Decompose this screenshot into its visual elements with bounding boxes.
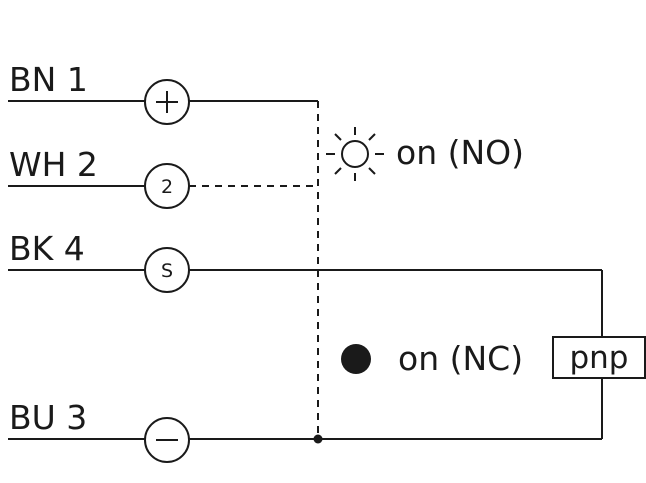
pnp-box — [552, 336, 646, 379]
pin-2: 2 — [144, 163, 190, 209]
svg-text:2: 2 — [161, 176, 173, 198]
no-state-label: on (NO) — [396, 133, 524, 172]
wire-label-wh2: WH 2 — [9, 145, 98, 184]
pin-plus — [144, 79, 190, 125]
junction-dot — [313, 434, 323, 444]
wire-label-bu3: BU 3 — [9, 398, 87, 437]
led-off-icon — [326, 127, 384, 181]
wire-label-bn1: BN 1 — [9, 60, 88, 99]
nc-state-label: on (NC) — [398, 339, 523, 378]
svg-text:S: S — [161, 260, 173, 282]
pin-s: S — [144, 247, 190, 293]
pin-minus — [144, 417, 190, 463]
pnp-label: pnp — [569, 340, 628, 376]
wire-label-bk4: BK 4 — [9, 229, 85, 268]
led-on-icon — [341, 344, 371, 374]
